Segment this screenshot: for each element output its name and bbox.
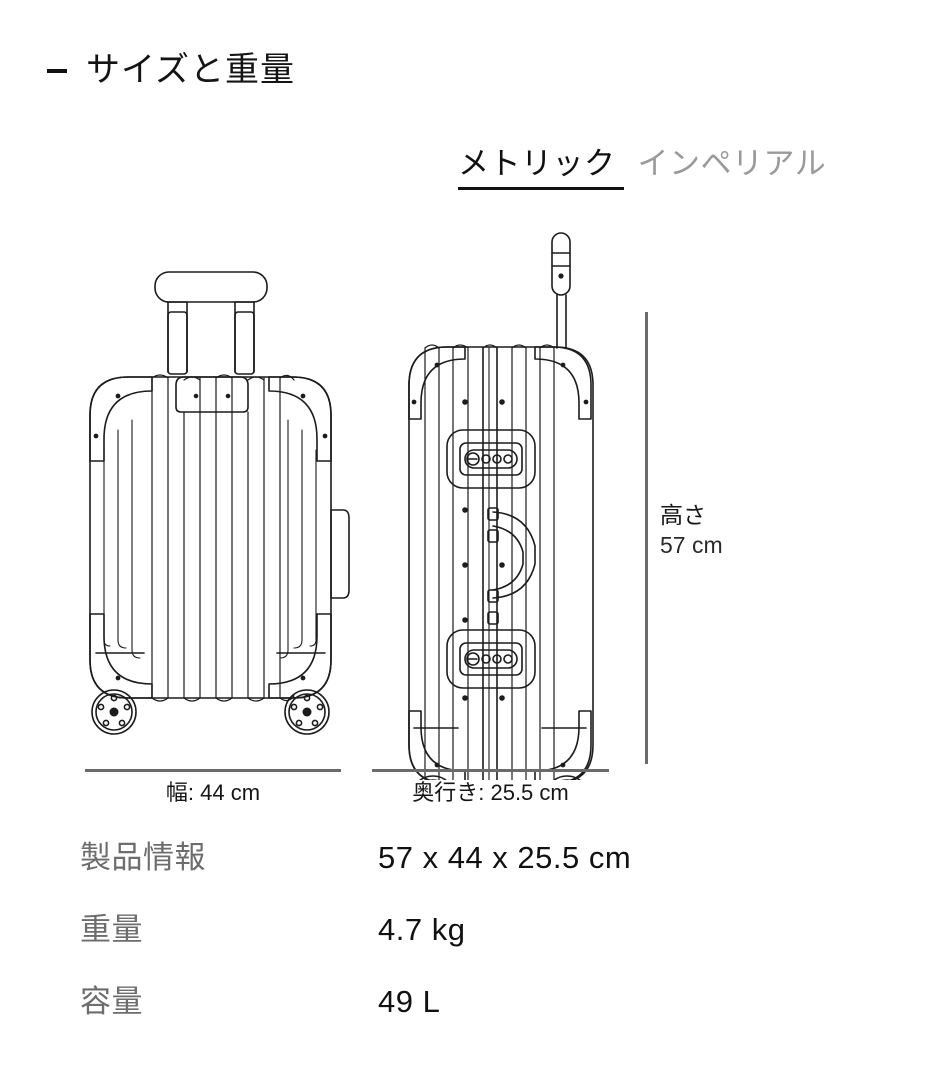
height-measure-line (645, 312, 648, 764)
suitcase-front-view (89, 271, 350, 735)
spec-label-capacity: 容量 (80, 984, 143, 1019)
width-label: 幅: 44 cm (165, 780, 261, 805)
spec-value-capacity: 49 L (378, 984, 441, 1019)
width-measure-line (85, 769, 341, 772)
page-title: サイズと重量 (86, 51, 295, 89)
spec-value-product-info: 57 x 44 x 25.5 cm (378, 840, 632, 875)
spec-label-weight: 重量 (80, 912, 143, 947)
height-label-title: 高さ (660, 502, 706, 528)
spec-table: 製品情報 57 x 44 x 25.5 cm 重量 4.7 kg 容量 49 L (80, 838, 860, 1054)
height-label: 高さ 57 cm (660, 500, 780, 560)
minus-icon[interactable] (46, 59, 68, 81)
unit-toggle-group: メトリック インペリアル (458, 145, 826, 190)
spec-value-weight: 4.7 kg (378, 912, 466, 947)
spec-row-weight: 重量 4.7 kg (80, 910, 860, 982)
height-label-value: 57 cm (660, 532, 723, 558)
spec-row-capacity: 容量 49 L (80, 982, 860, 1054)
tsa-lock-lower (446, 629, 536, 689)
section-header[interactable]: サイズと重量 (46, 50, 295, 90)
depth-label: 奥行き: 25.5 cm (412, 780, 569, 805)
tab-imperial[interactable]: インペリアル (637, 146, 827, 181)
depth-measure-line (372, 769, 609, 772)
tab-metric[interactable]: メトリック (458, 145, 624, 190)
spec-label-product-info: 製品情報 (80, 840, 206, 875)
suitcase-side-view (408, 232, 594, 780)
spec-row-product-info: 製品情報 57 x 44 x 25.5 cm (80, 838, 860, 910)
side-carry-handle (487, 507, 536, 625)
tsa-lock-upper (446, 429, 536, 489)
dimension-diagram (0, 210, 935, 820)
